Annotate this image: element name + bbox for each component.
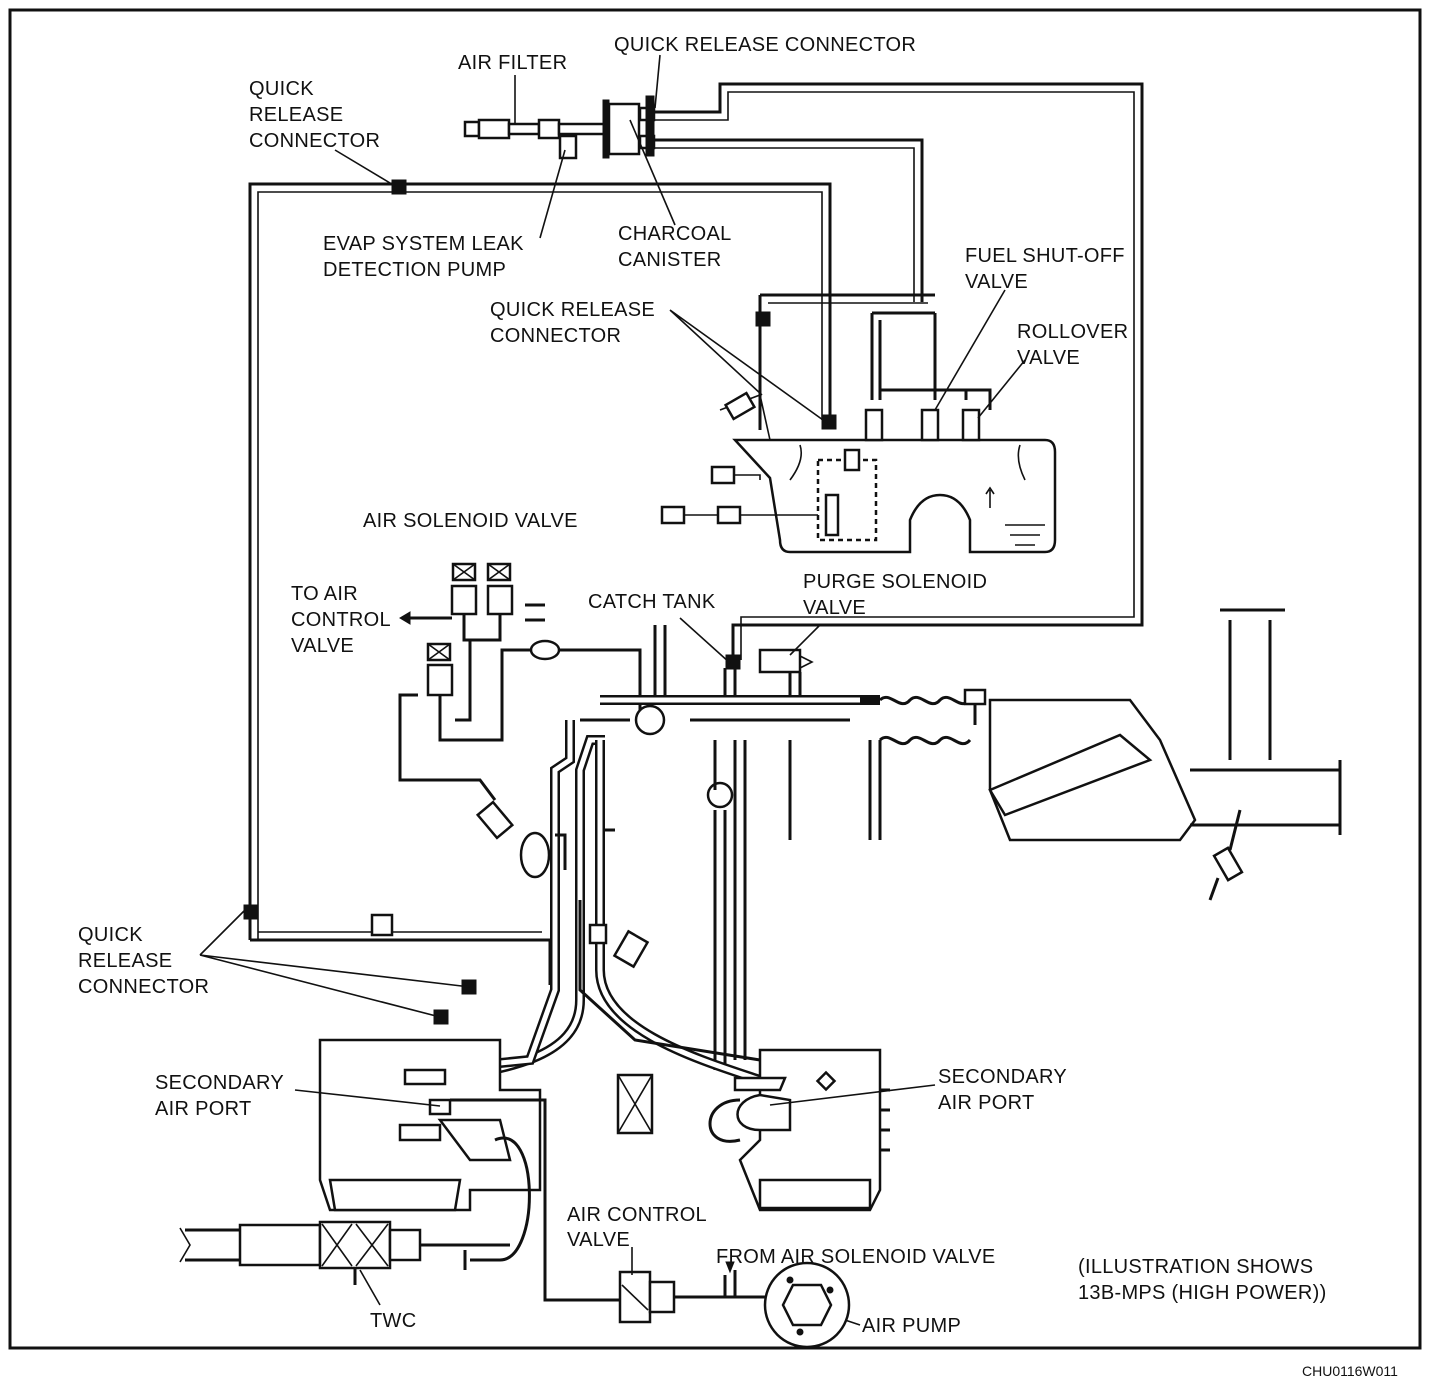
label-to-air-1: TO AIR — [291, 583, 358, 605]
label-illustration-2: 13B-MPS (HIGH POWER)) — [1078, 1282, 1327, 1304]
intake-system — [580, 608, 1342, 1070]
label-air-control-2: VALVE — [567, 1229, 630, 1251]
air-control-valve-pump — [618, 1261, 851, 1349]
label-sec-left-2: AIR PORT — [155, 1098, 252, 1120]
label-canister-2: CANISTER — [618, 249, 722, 271]
label-qrc-top: QUICK RELEASE CONNECTOR — [614, 34, 916, 56]
label-evap-1: EVAP SYSTEM LEAK — [323, 233, 524, 255]
label-sec-left-1: SECONDARY — [155, 1072, 284, 1094]
label-air-control-1: AIR CONTROL — [567, 1204, 707, 1226]
label-qrc-low-3: CONNECTOR — [78, 976, 209, 998]
charcoal-canister — [602, 95, 656, 159]
label-sec-right-1: SECONDARY — [938, 1066, 1067, 1088]
label-to-air-3: VALVE — [291, 635, 354, 657]
label-fuel-shutoff-2: VALVE — [965, 271, 1028, 293]
air-solenoid-valves — [398, 562, 642, 801]
label-twc: TWC — [370, 1310, 416, 1332]
diagram-frame — [8, 8, 1422, 1350]
label-canister-1: CHARCOAL — [618, 223, 732, 245]
label-rollover-2: VALVE — [1017, 347, 1080, 369]
leader-lines — [199, 54, 1026, 1326]
label-catch-tank: CATCH TANK — [588, 591, 716, 613]
label-fuel-shutoff-1: FUEL SHUT-OFF — [965, 245, 1125, 267]
label-qrc-left-3: CONNECTOR — [249, 130, 380, 152]
label-qrc-left-1: QUICK — [249, 78, 314, 100]
label-qrc-left-2: RELEASE — [249, 104, 343, 126]
label-qrc-low-1: QUICK — [78, 924, 143, 946]
label-to-air-2: CONTROL — [291, 609, 391, 631]
label-from-air-solenoid: FROM AIR SOLENOID VALVE — [716, 1246, 996, 1268]
label-code: CHU0116W011 — [1302, 1363, 1398, 1379]
label-air-pump: AIR PUMP — [862, 1315, 961, 1337]
label-sec-right-2: AIR PORT — [938, 1092, 1035, 1114]
label-qrc-low-2: RELEASE — [78, 950, 172, 972]
label-evap-2: DETECTION PUMP — [323, 259, 506, 281]
label-illustration-1: (ILLUSTRATION SHOWS — [1078, 1256, 1313, 1278]
label-qrc-mid-2: CONNECTOR — [490, 325, 621, 347]
label-purge-1: PURGE SOLENOID — [803, 571, 987, 593]
air-filter-assembly — [463, 118, 611, 160]
exhaust-twc — [179, 1220, 510, 1285]
label-air-filter: AIR FILTER — [458, 52, 567, 74]
label-rollover-1: ROLLOVER — [1017, 321, 1128, 343]
label-purge-2: VALVE — [803, 597, 866, 619]
engine-left — [318, 1038, 620, 1302]
fuel-tank — [660, 391, 1057, 554]
label-qrc-mid-1: QUICK RELEASE — [490, 299, 655, 321]
engine-right — [708, 1048, 890, 1212]
label-air-solenoid: AIR SOLENOID VALVE — [363, 510, 578, 532]
